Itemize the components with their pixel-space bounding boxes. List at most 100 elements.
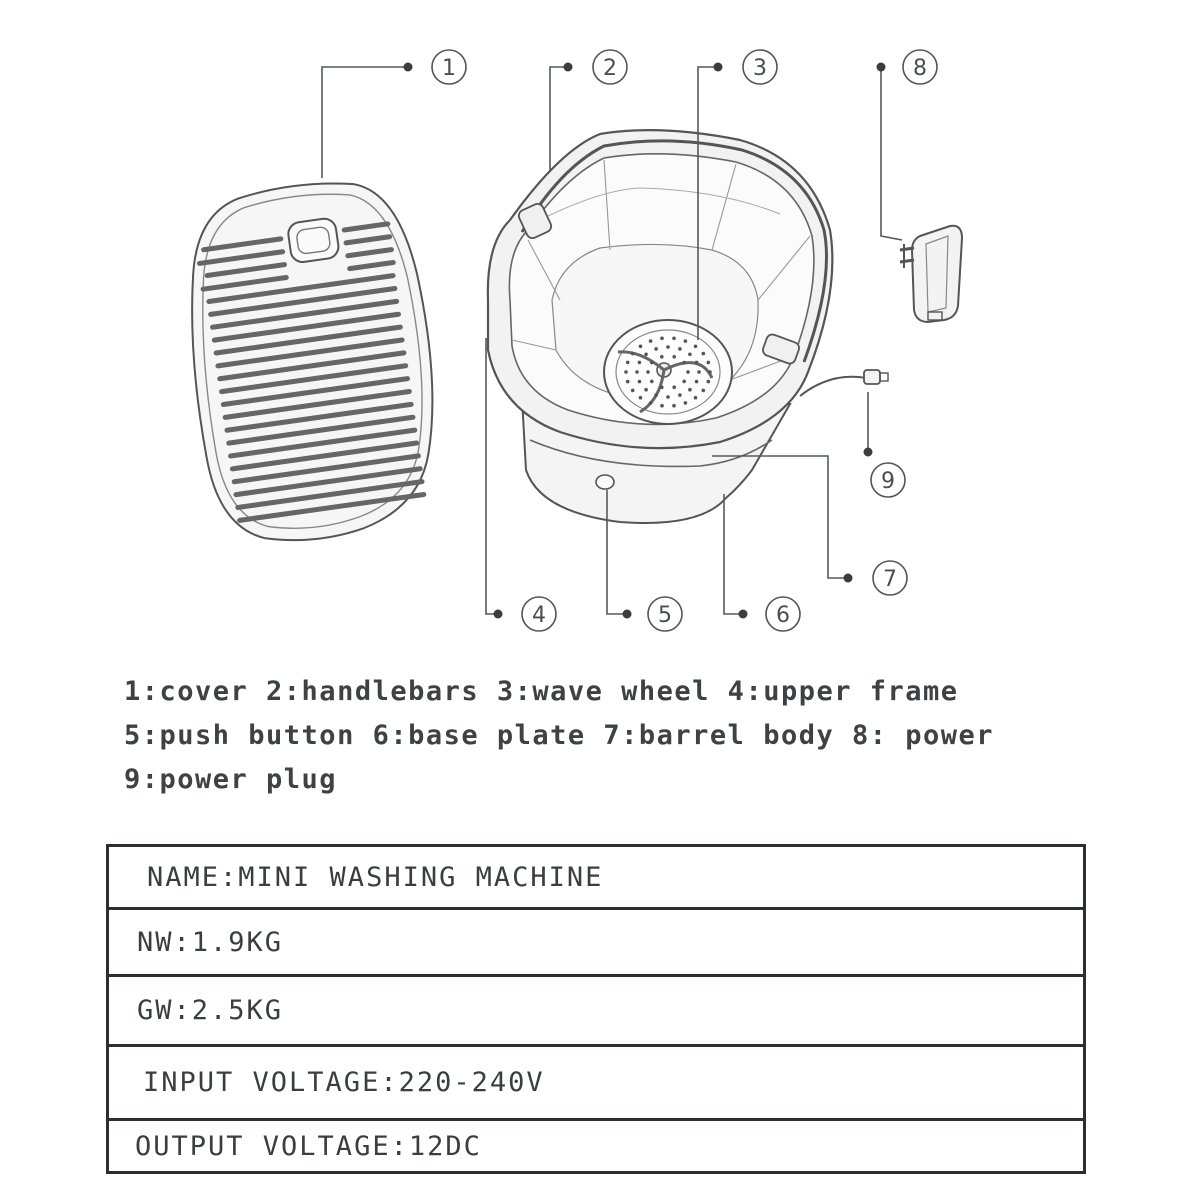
wheel-hole — [638, 395, 643, 400]
callout-6-number: 6 — [776, 603, 790, 628]
wheel-hole — [694, 379, 699, 384]
wheel-hole — [654, 347, 658, 351]
cover-rib — [213, 324, 403, 356]
wheel-hole — [625, 379, 630, 384]
wheel-hole — [682, 360, 686, 365]
spec-input-voltage-cell: INPUT VOLTAGE:220-240V — [107, 1044, 1085, 1120]
legend-line-2: 5:push button 6:base plate 7:barrel body… — [124, 720, 995, 751]
spec-output-voltage-cell: OUTPUT VOLTAGE:12DC — [107, 1118, 1085, 1173]
wheel-hole — [672, 336, 676, 341]
wheel-hole — [644, 352, 648, 357]
callout-6: 6 — [765, 596, 801, 632]
wheel-hole — [678, 347, 682, 351]
callout-2: 2 — [592, 49, 628, 85]
wheel-hole — [648, 339, 653, 343]
wheel-hole — [637, 379, 642, 384]
wheel-hole — [697, 370, 701, 374]
cover-rib — [217, 350, 407, 382]
callout-9-number: 9 — [881, 469, 895, 494]
cover-rib — [206, 273, 396, 305]
spec-row-input-voltage: INPUT VOLTAGE:220-240V — [107, 1044, 1085, 1120]
specifications-table: NAME:MINI WASHING MACHINE NW:1.9KG GW:2.… — [106, 844, 1086, 1174]
cover-rib — [347, 259, 396, 272]
cover-rib — [341, 221, 391, 233]
spec-row-gw: GW:2.5KG — [107, 974, 1085, 1046]
wheel-hole — [624, 370, 628, 374]
cover-part — [191, 182, 434, 542]
wheel-hole — [686, 370, 690, 374]
wheel-hole — [688, 352, 692, 357]
cover-rib — [201, 236, 284, 253]
leader-lines — [321, 66, 903, 615]
wheel-hole — [660, 355, 664, 359]
wheel-hole — [630, 388, 635, 393]
wheel-hole — [630, 351, 635, 356]
wheel-hole — [666, 345, 670, 349]
spec-row-name: NAME:MINI WASHING MACHINE — [108, 846, 1085, 909]
cover-rib — [196, 249, 286, 266]
callout-8: 8 — [902, 49, 938, 85]
wheel-hole — [644, 387, 648, 392]
cover-rib — [204, 262, 287, 278]
wheel-hole — [660, 336, 664, 341]
cover-rib — [215, 337, 405, 369]
wheel-hole — [635, 370, 639, 374]
wheel-hole — [666, 395, 670, 399]
cover-rib — [237, 491, 427, 523]
callout-8-number: 8 — [913, 56, 927, 81]
callout-3-number: 3 — [753, 56, 767, 81]
wheel-hole — [650, 360, 654, 365]
cover-rib — [231, 453, 421, 485]
spec-gw-cell: GW:2.5KG — [107, 974, 1085, 1046]
cover-rib — [235, 479, 425, 510]
cover-rib — [208, 285, 398, 317]
spec-name-cell: NAME:MINI WASHING MACHINE — [147, 861, 604, 893]
wheel-hole — [654, 393, 658, 397]
callout-4: 4 — [521, 596, 557, 632]
callout-4-number: 4 — [532, 603, 546, 628]
wheel-hole — [625, 360, 630, 365]
cover-rib — [226, 414, 416, 446]
callout-5-number: 5 — [658, 603, 672, 628]
wheel-hole — [660, 385, 664, 390]
wheel-hole — [693, 344, 698, 349]
exploded-parts-diagram: 1 2 3 8 9 7 4 5 6 — [191, 49, 964, 632]
callout-2-number: 2 — [603, 56, 617, 81]
callout-1: 1 — [431, 49, 467, 85]
cover-rib — [224, 401, 414, 433]
wheel-hole — [672, 385, 676, 390]
wheel-hole — [693, 395, 698, 400]
cover-rib — [211, 311, 401, 343]
callout-9: 9 — [870, 462, 906, 498]
leader-dots — [403, 62, 886, 619]
cover-rib — [233, 466, 423, 498]
wheel-hole — [672, 355, 676, 359]
washing-machine-bucket — [486, 129, 889, 524]
wheel-hole — [672, 403, 676, 408]
wheel-hole — [660, 403, 664, 408]
cover-rib — [343, 234, 393, 246]
spec-row-nw: NW:1.9KG — [107, 907, 1085, 976]
parts-legend: 1:cover 2:handlebars 3:wave wheel 4:uppe… — [124, 670, 1184, 802]
wheel-hole — [650, 379, 654, 384]
legend-line-3: 9:power plug — [124, 764, 338, 795]
wheel-hole — [638, 344, 643, 349]
callout-1-number: 1 — [442, 56, 456, 81]
callout-7: 7 — [872, 560, 908, 596]
wheel-hole — [706, 360, 711, 365]
cover-rib — [200, 274, 289, 292]
wheel-hole — [688, 387, 692, 392]
power-adapter-part — [899, 224, 964, 324]
wheel-hole — [648, 401, 653, 405]
wheel-hole — [682, 379, 686, 384]
cover-rib — [209, 298, 400, 330]
cover-rib — [219, 363, 409, 395]
spec-nw-cell: NW:1.9KG — [107, 907, 1085, 976]
wheel-hole — [646, 370, 650, 374]
spec-row-output-voltage: OUTPUT VOLTAGE:12DC — [107, 1118, 1085, 1173]
callout-5: 5 — [647, 596, 683, 632]
cover-rib — [345, 247, 394, 259]
callout-3: 3 — [742, 49, 778, 85]
wheel-hole — [694, 360, 699, 365]
wheel-hole — [708, 370, 712, 374]
